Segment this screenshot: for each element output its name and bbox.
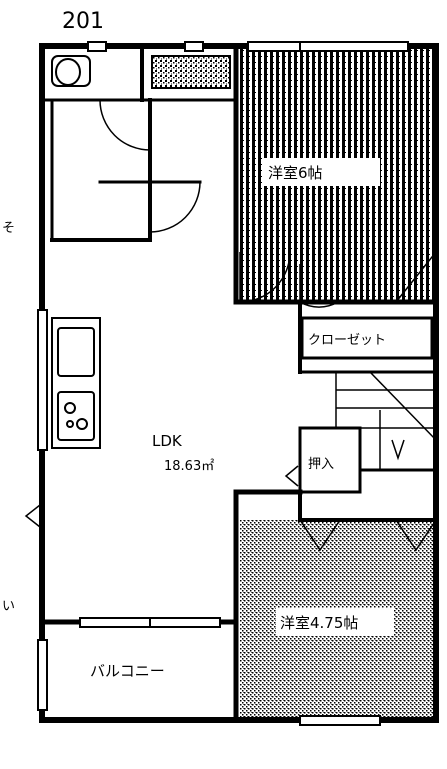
left-windows xyxy=(37,309,48,711)
top-windows xyxy=(87,41,409,52)
interior-walls xyxy=(39,43,439,723)
balcony-label: バルコニー xyxy=(90,662,165,680)
entry-arrow-icon xyxy=(24,465,299,528)
ldk-area: 18.63㎡ xyxy=(164,459,214,474)
closet xyxy=(300,316,434,360)
door-swings xyxy=(99,99,437,552)
side-mark-1: そ xyxy=(2,221,15,236)
closet-label: クローゼット xyxy=(308,333,386,348)
bath-tub xyxy=(151,55,231,89)
side-mark-2: い xyxy=(2,599,15,614)
western-room-2-label: 洋室4.75帖 xyxy=(280,614,358,632)
stairs xyxy=(335,371,437,470)
western-room-1-label: 洋室6帖 xyxy=(268,164,323,182)
toilet-icon xyxy=(51,55,91,87)
storage xyxy=(298,426,362,494)
unit-number: 201 xyxy=(62,9,104,34)
bottom-window xyxy=(299,715,381,726)
ldk-label: LDK xyxy=(152,432,183,450)
balcony-window xyxy=(79,617,221,628)
storage-label: 押入 xyxy=(308,457,334,472)
kitchen-counter xyxy=(51,317,101,449)
